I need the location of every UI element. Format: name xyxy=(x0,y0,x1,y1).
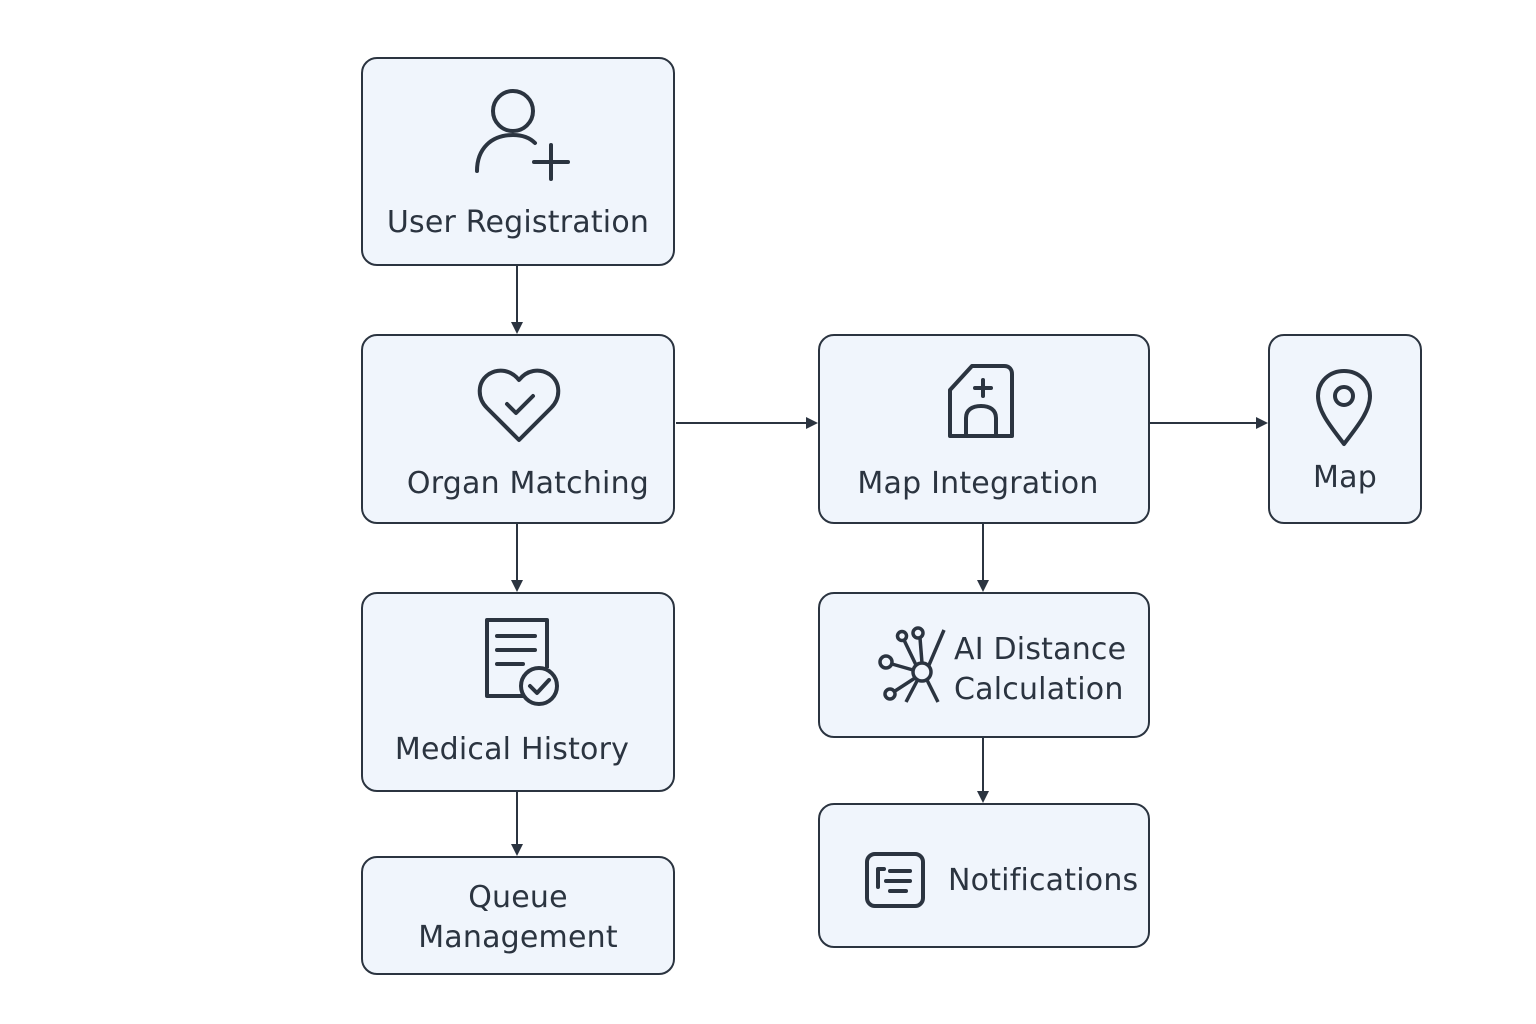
node-label-line2: Management xyxy=(418,920,618,955)
node-notifications: Notifications xyxy=(818,803,1150,948)
node-label: Medical History xyxy=(394,732,630,767)
node-medical-history: Medical History xyxy=(361,592,675,792)
node-user-registration: User Registration xyxy=(361,57,675,266)
node-ai-distance-calculation: AI Distance Calculation xyxy=(818,592,1150,738)
user-plus-icon xyxy=(475,89,570,181)
node-label: Map Integration xyxy=(857,466,1099,501)
heart-check-icon xyxy=(477,368,561,442)
node-label: Notifications xyxy=(948,863,1139,898)
node-map: Map xyxy=(1268,334,1422,524)
node-queue-management: Queue Management xyxy=(361,856,675,975)
node-label: Map xyxy=(1313,460,1377,495)
document-check-icon xyxy=(485,618,559,706)
node-label: User Registration xyxy=(386,205,650,240)
node-organ-matching: Organ Matching xyxy=(361,334,675,524)
node-label-line1: Queue xyxy=(468,880,568,915)
hospital-icon xyxy=(948,364,1014,438)
network-nodes-icon xyxy=(878,626,946,703)
node-label-line1: AI Distance xyxy=(954,632,1127,667)
map-pin-icon xyxy=(1316,369,1372,446)
notification-list-icon xyxy=(865,852,925,908)
node-label-line2: Calculation xyxy=(954,672,1124,707)
node-map-integration: Map Integration xyxy=(818,334,1150,524)
node-label: Organ Matching xyxy=(406,466,650,501)
